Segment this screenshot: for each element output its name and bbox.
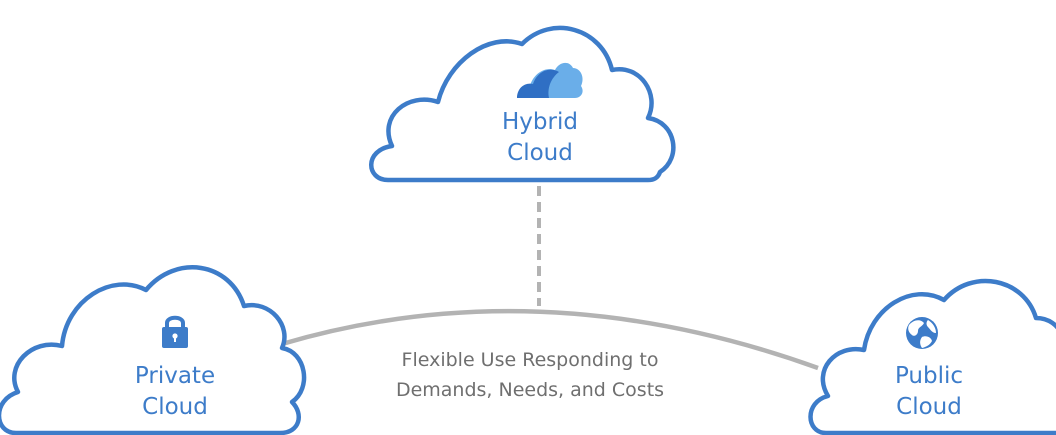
hybrid-cloud-label-line1: Hybrid [502, 109, 578, 135]
globe-icon-land-3 [920, 336, 932, 348]
globe-icon [906, 317, 938, 349]
public-cloud-outline [808, 278, 1056, 435]
padlock-icon [162, 315, 188, 348]
private-cloud-label-line2: Cloud [142, 394, 208, 420]
public-cloud-label-line2: Cloud [896, 394, 962, 420]
cloud-icon [517, 62, 583, 98]
globe-icon-land-2 [926, 320, 936, 333]
private-cloud-label-line1: Private [135, 363, 215, 389]
public-cloud-label-line1: Public [895, 363, 963, 389]
connection-caption-line1: Flexible Use Responding to [402, 349, 659, 371]
hybrid-cloud-label-line2: Cloud [507, 140, 573, 166]
public-cloud: Public Cloud [808, 278, 1056, 435]
padlock-shackle [165, 315, 185, 328]
hybrid-cloud: Hybrid Cloud [369, 25, 676, 183]
globe-icon-land-1 [908, 320, 924, 336]
connection-caption-line2: Demands, Needs, and Costs [396, 379, 664, 401]
hybrid-cloud-outline [369, 25, 676, 183]
private-cloud: Private Cloud [0, 265, 307, 435]
cloud-icon-dark [517, 69, 559, 98]
connection-arc [281, 308, 819, 371]
padlock-keyhole-slot [174, 336, 176, 342]
private-cloud-outline [0, 265, 307, 435]
